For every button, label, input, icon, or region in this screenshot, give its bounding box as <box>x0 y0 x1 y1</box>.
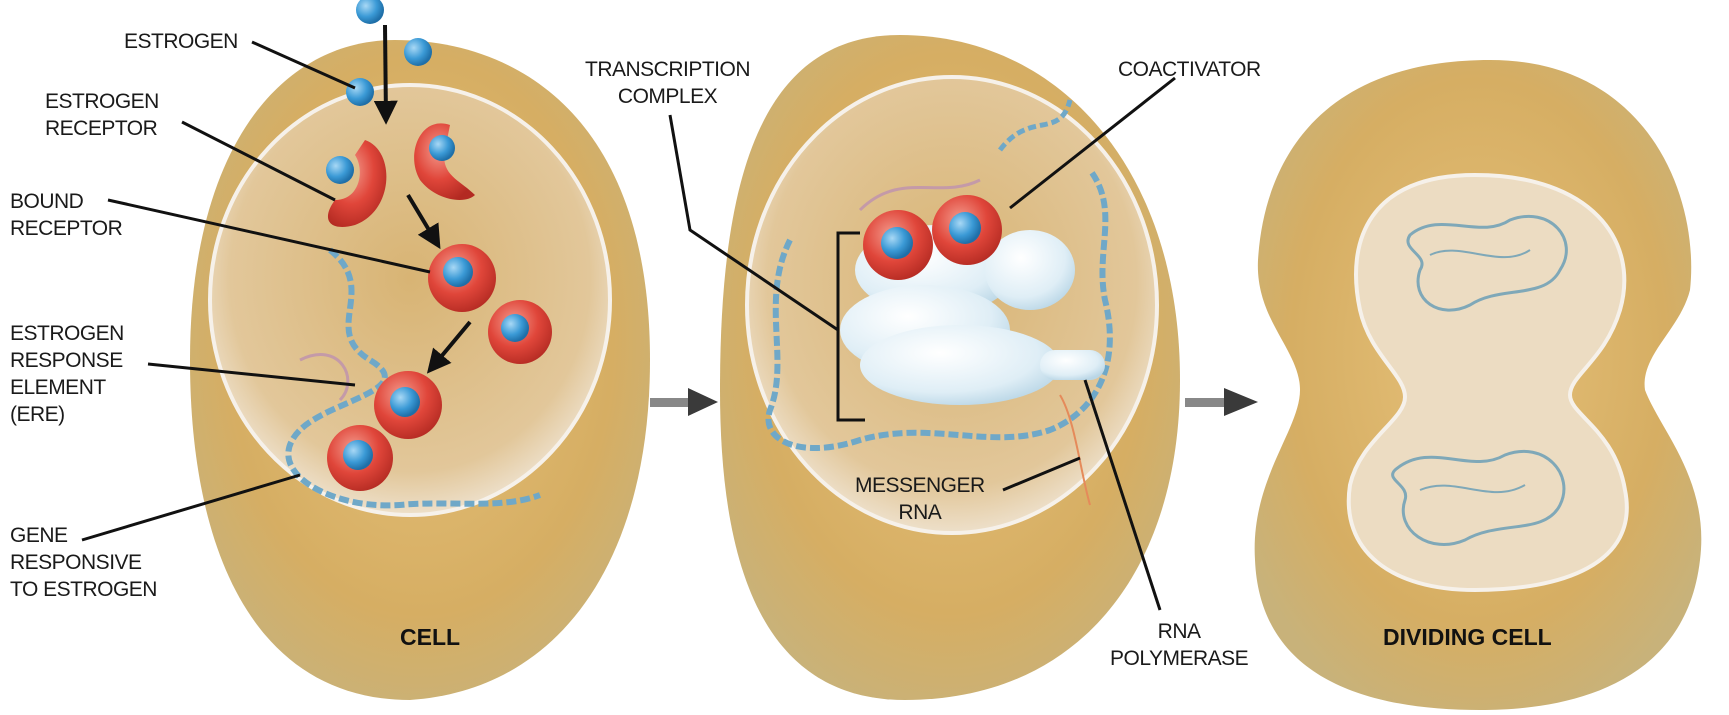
label-rna-polymerase: RNA POLYMERASE <box>1110 618 1248 672</box>
bound-receptor <box>932 195 1002 265</box>
bound-receptor <box>428 244 496 312</box>
label-messenger-rna: MESSENGER RNA <box>855 472 985 526</box>
cell-2 <box>670 35 1180 700</box>
label-transcription-complex: TRANSCRIPTION COMPLEX <box>585 56 750 110</box>
estrogen-molecule <box>356 0 384 24</box>
label-gene: GENE RESPONSIVE TO ESTROGEN <box>10 522 157 603</box>
estrogen-molecule <box>326 156 354 184</box>
estrogen-molecule <box>404 38 432 66</box>
label-bound-receptor: BOUND RECEPTOR <box>10 188 122 242</box>
progression-arrow <box>650 388 718 416</box>
label-estrogen: ESTROGEN <box>124 28 238 55</box>
label-ere: ESTROGEN RESPONSE ELEMENT (ERE) <box>10 320 124 428</box>
estrogen-molecule <box>346 78 374 106</box>
caption-dividing-cell: DIVIDING CELL <box>1383 624 1552 651</box>
bound-receptor <box>863 210 933 280</box>
bound-receptor <box>327 425 393 491</box>
bound-receptor <box>488 300 552 364</box>
caption-cell: CELL <box>400 624 460 651</box>
cell-1-nucleus <box>210 85 610 515</box>
label-estrogen-receptor: ESTROGEN RECEPTOR <box>45 88 159 142</box>
bound-receptor <box>374 371 442 439</box>
label-coactivator: COACTIVATOR <box>1118 56 1261 83</box>
cell-1 <box>82 0 650 700</box>
progression-arrow <box>1185 388 1258 416</box>
dividing-cell <box>1255 60 1702 710</box>
